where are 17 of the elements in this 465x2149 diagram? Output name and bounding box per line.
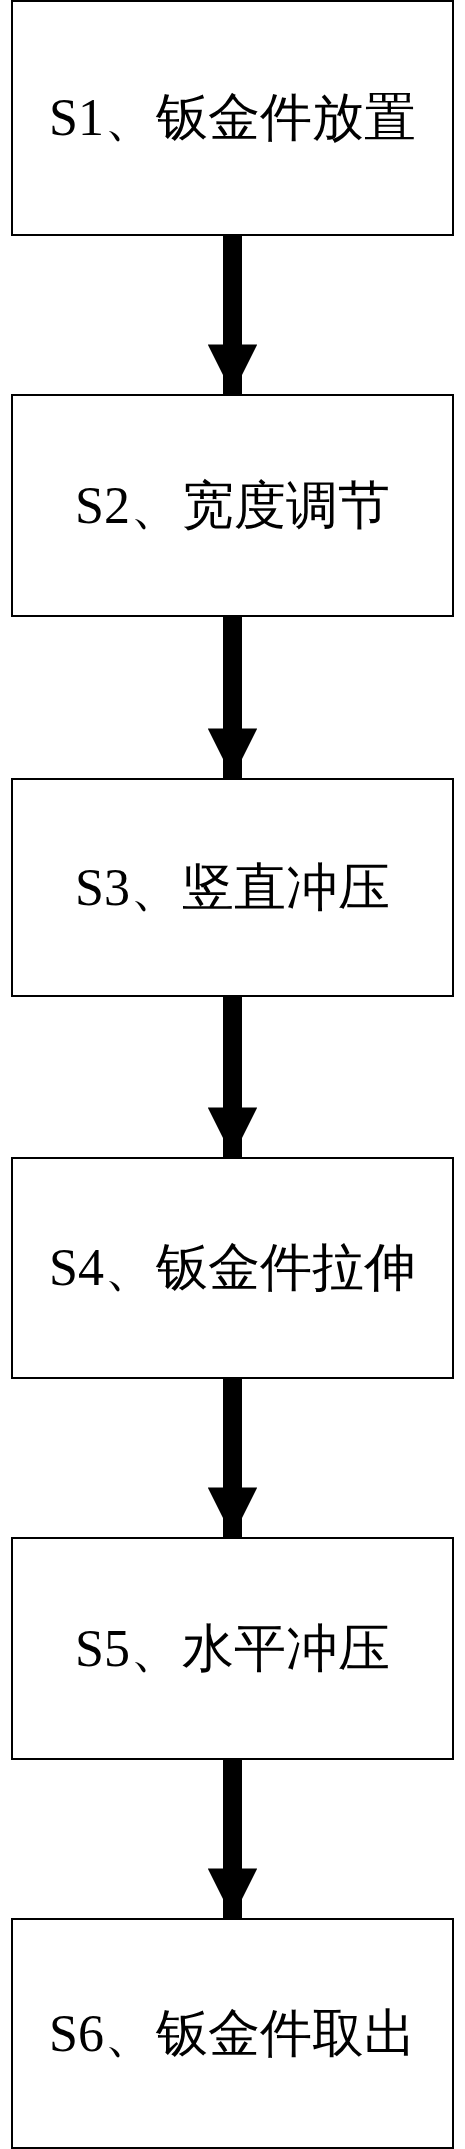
process-box — [11, 778, 454, 997]
process-box — [11, 0, 454, 236]
arrow — [207, 617, 258, 778]
process-box — [11, 394, 454, 617]
process-box — [11, 1537, 454, 1760]
arrow — [207, 997, 258, 1157]
process-box — [11, 1918, 454, 2149]
step-label: S4、钣金件拉伸 — [49, 1238, 416, 1298]
step-label: S1、钣金件放置 — [49, 88, 416, 148]
step-label: S2、宽度调节 — [75, 475, 390, 536]
arrow — [207, 1760, 258, 1918]
arrow — [207, 236, 258, 394]
process-box — [11, 1157, 454, 1379]
step-label: S5、水平冲压 — [75, 1618, 390, 1679]
arrow — [207, 1379, 258, 1537]
step-label: S3、竖直冲压 — [75, 857, 390, 918]
step-label: S6、钣金件取出 — [49, 2003, 416, 2064]
